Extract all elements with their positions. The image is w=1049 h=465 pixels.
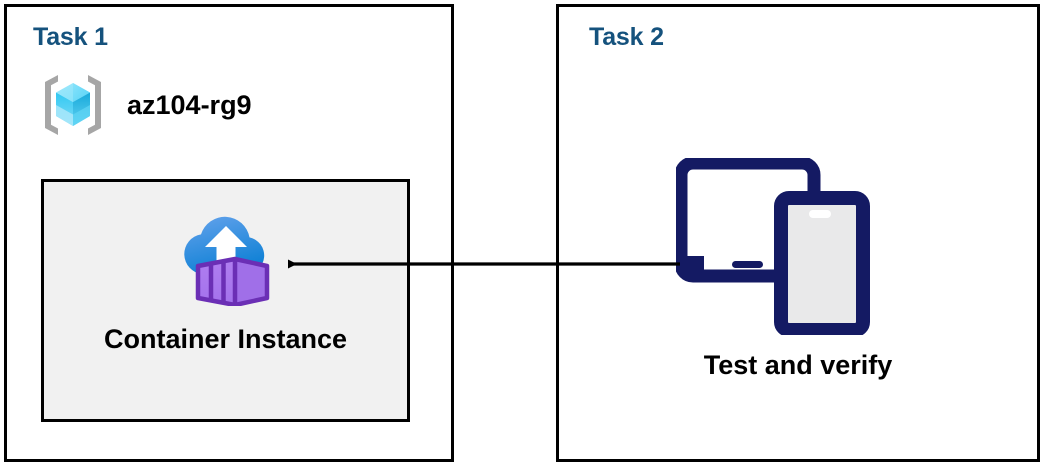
container-instance-box: Container Instance [41,179,410,422]
panel-title-task-2: Task 2 [589,23,664,51]
resource-group-row: az104-rg9 [37,69,252,141]
resource-group-label: az104-rg9 [127,89,252,120]
devices-tablet-phone-icon [676,158,870,335]
panel-task-1: Task 1 [4,4,454,462]
container-instance-label: Container Instance [103,324,348,354]
azure-container-instance-icon [183,216,269,306]
test-and-verify-label: Test and verify [703,350,893,380]
azure-resource-group-icon [45,75,101,135]
panel-title-task-1: Task 1 [33,23,108,51]
